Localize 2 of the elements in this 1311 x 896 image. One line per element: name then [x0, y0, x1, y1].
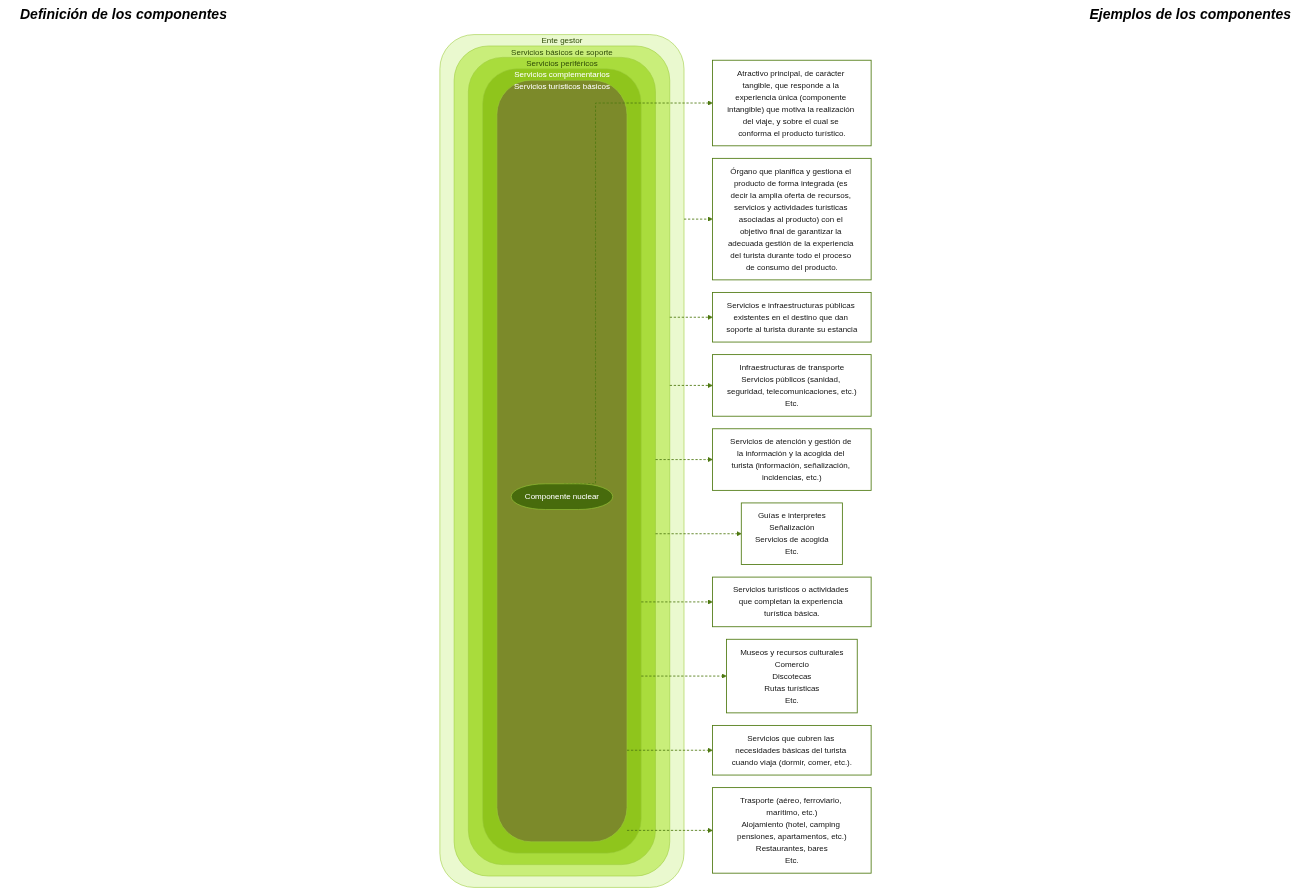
section-heading: Ejemplos de los componentes [1089, 6, 1291, 24]
section-heading: Definición de los componentes [20, 6, 227, 24]
